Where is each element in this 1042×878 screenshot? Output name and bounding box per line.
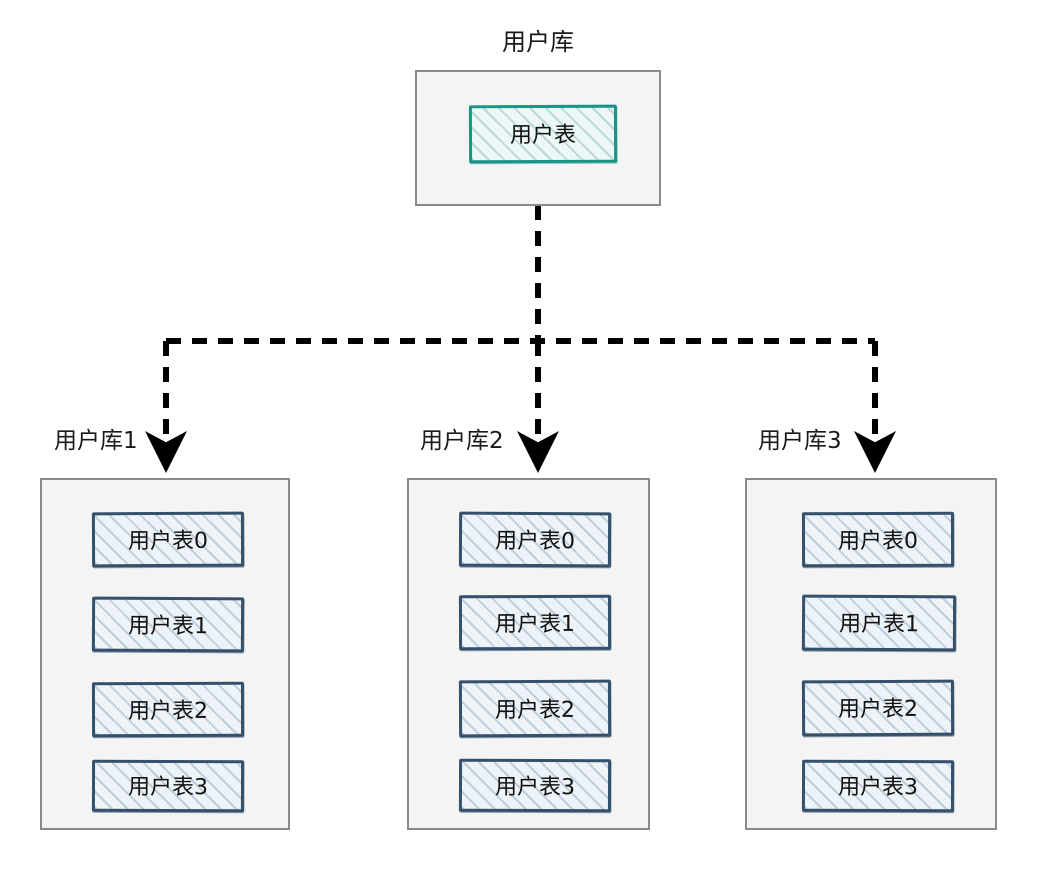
- shard-2-table-1[interactable]: 用户表1: [458, 594, 612, 651]
- shard-1-table-1-label: 用户表1: [127, 613, 209, 639]
- shard-3-table-2-label: 用户表2: [837, 696, 919, 723]
- shard-2-table-0-label: 用户表0: [494, 528, 576, 554]
- shard-1-table-3[interactable]: 用户表3: [91, 759, 245, 813]
- master-table-label: 用户表: [509, 122, 577, 149]
- shard-2-table-2[interactable]: 用户表2: [458, 679, 612, 738]
- shard-3-table-2[interactable]: 用户表2: [801, 679, 955, 737]
- shard-3-table-0-label: 用户表0: [837, 528, 919, 554]
- shard-3-table-3[interactable]: 用户表3: [801, 759, 955, 813]
- master-table-box[interactable]: 用户表: [468, 104, 618, 164]
- shard-2-label: 用户库2: [420, 428, 504, 454]
- shard-2-table-0[interactable]: 用户表0: [458, 511, 612, 568]
- shard-2-table-2-label: 用户表2: [494, 697, 576, 723]
- shard-1-table-0-label: 用户表0: [127, 528, 209, 554]
- shard-1-table-3-label: 用户表3: [127, 774, 209, 801]
- shard-1-table-1[interactable]: 用户表1: [91, 596, 245, 653]
- shard-1-table-0[interactable]: 用户表0: [91, 511, 245, 568]
- master-db-title: 用户库: [502, 28, 574, 56]
- shard-3-table-1-label: 用户表1: [838, 611, 920, 638]
- shard-3-table-1[interactable]: 用户表1: [801, 594, 957, 652]
- shard-3-table-0[interactable]: 用户表0: [801, 511, 955, 568]
- shard-2-table-3[interactable]: 用户表3: [458, 758, 612, 813]
- shard-3-table-3-label: 用户表3: [837, 774, 919, 801]
- shard-2-table-1-label: 用户表1: [494, 611, 576, 637]
- master-db-container[interactable]: 用户表: [415, 70, 661, 206]
- shard-1-container[interactable]: 用户表0 用户表1 用户表2 用户表3: [40, 478, 290, 830]
- shard-2-table-3-label: 用户表3: [494, 774, 576, 800]
- shard-1-table-2[interactable]: 用户表2: [91, 681, 245, 738]
- shard-1-label: 用户库1: [54, 428, 138, 454]
- shard-1-table-2-label: 用户表2: [127, 698, 209, 724]
- shard-3-container[interactable]: 用户表0 用户表1 用户表2 用户表3: [745, 478, 997, 830]
- shard-2-container[interactable]: 用户表0 用户表1 用户表2 用户表3: [407, 478, 650, 830]
- shard-3-label: 用户库3: [758, 428, 842, 454]
